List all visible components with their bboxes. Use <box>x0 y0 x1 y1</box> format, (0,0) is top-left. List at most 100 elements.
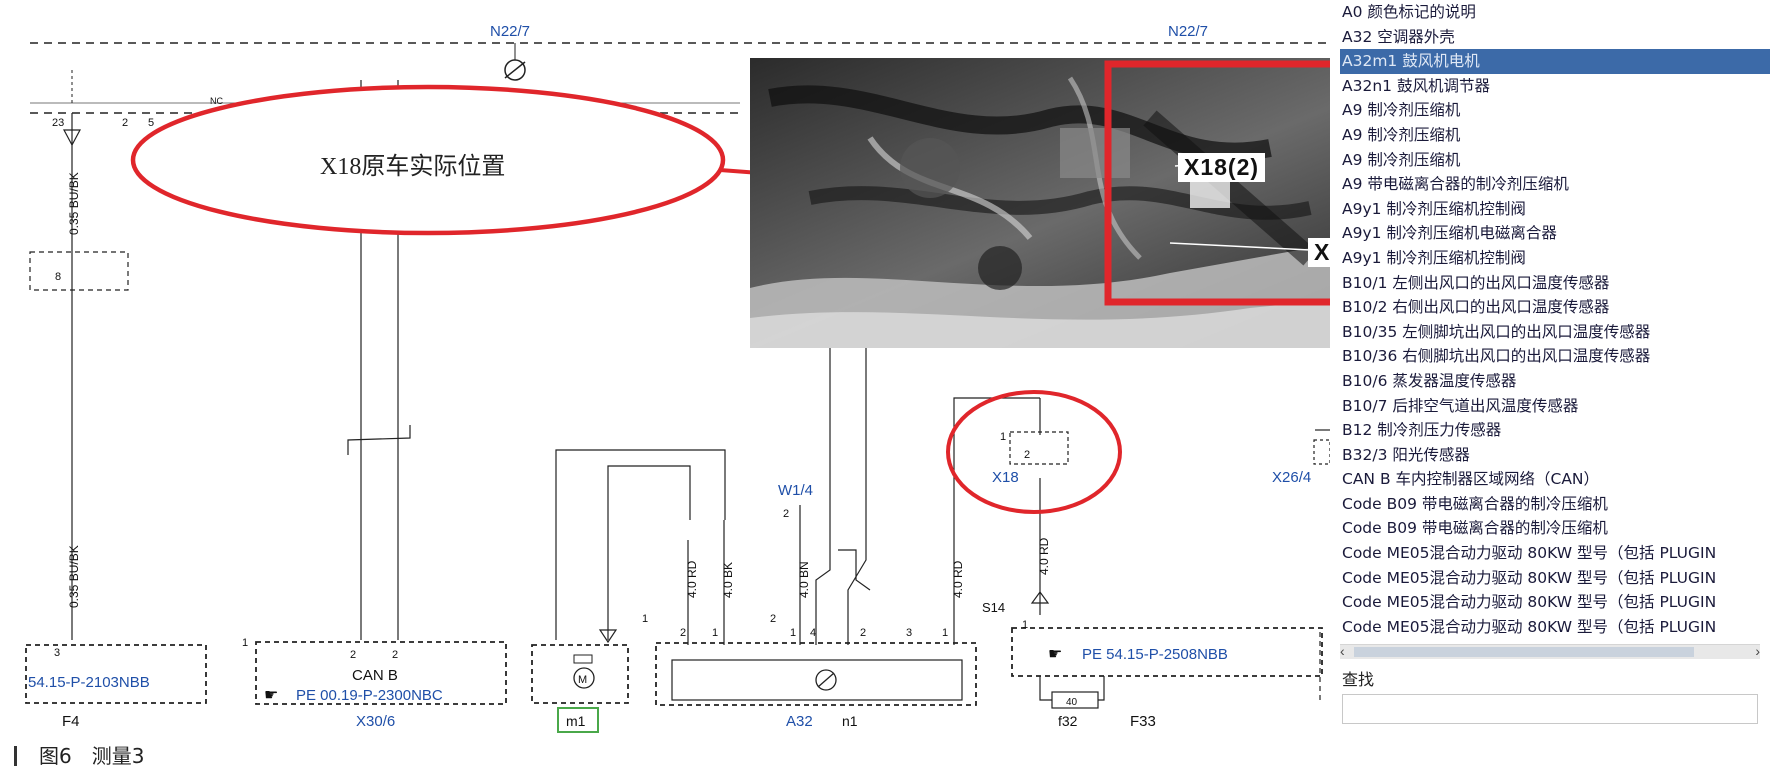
pin-4-a32: 2 <box>860 627 866 639</box>
wire-label-1: 0.35 BU/BK <box>67 172 81 235</box>
m1-pin-arrow <box>598 629 618 644</box>
pin-1-can: 2 <box>350 649 356 661</box>
legend-item[interactable]: Code ME05混合动力驱动 80KW 型号（包括 PLUGIN <box>1342 544 1717 563</box>
wire-label-5: 4.0 BN <box>797 561 811 598</box>
n1-label: n1 <box>842 713 858 729</box>
f32-label: f32 <box>1058 713 1078 729</box>
f4-reference: 54.15-P-2103NBB <box>28 674 150 691</box>
pin-5: 5 <box>148 117 154 129</box>
legend-item[interactable]: B32/3 阳光传感器 <box>1342 445 1470 464</box>
legend-item[interactable]: CAN B 车内控制器区域网络（CAN） <box>1342 470 1600 489</box>
x18-label: X18 <box>992 469 1019 486</box>
scroll-right-icon[interactable]: › <box>1755 643 1760 659</box>
legend-list: A0 颜色标记的说明 A32 空调器外壳 A32m1 鼓风机电机 A32n1 鼓风机调… <box>1340 0 1770 639</box>
legend-item[interactable]: A9 制冷剂压缩机 <box>1342 125 1461 144</box>
pin-2-x18b: 2 <box>1024 449 1030 461</box>
pin-1-a32c: 2 <box>770 613 776 625</box>
pin-2-a32f: 3 <box>906 627 912 639</box>
legend-panel: A0 颜色标记的说明 A32 空调器外壳 A32m1 鼓风机电机 A32n1 鼓风机调… <box>1330 0 1770 740</box>
connector-8 <box>29 251 129 291</box>
m1-box <box>531 644 629 704</box>
x26-4-label: X26/4 <box>1272 469 1311 486</box>
can-b-label: CAN B <box>352 667 398 684</box>
legend-item[interactable]: B10/36 右侧脚坑出风口的出风口温度传感器 <box>1342 347 1651 366</box>
legend-item[interactable]: A9 制冷剂压缩机 <box>1342 150 1461 169</box>
legend-item[interactable]: B10/2 右侧出风口的出风口温度传感器 <box>1342 298 1610 317</box>
m1-wire-inner <box>607 465 691 640</box>
f33-reference: PE 54.15-P-2508NBB <box>1082 646 1228 663</box>
x30-6-reference: PE 00.19-P-2300NBC <box>296 687 443 704</box>
m1-wire-outer <box>555 449 726 640</box>
a32-box <box>655 642 977 706</box>
m1-tag <box>557 707 599 733</box>
fuse-value: 40 <box>1066 697 1078 708</box>
a32-wire-mid2 <box>847 348 867 645</box>
pin-1-a32: 2 <box>680 627 686 639</box>
legend-item[interactable]: B12 制冷剂压力传感器 <box>1342 421 1502 440</box>
pin-2-can: 2 <box>392 649 398 661</box>
legend-item[interactable]: A9 制冷剂压缩机 <box>1342 101 1461 120</box>
left-pin-arrow <box>63 129 81 147</box>
a32-fan-icon <box>815 669 837 691</box>
s14-label: S14 <box>982 600 1005 615</box>
pin-2-x30: 1 <box>242 637 248 649</box>
pin-1-f33: 1 <box>1022 619 1028 631</box>
legend-item[interactable]: B10/1 左侧出风口的出风口温度传感器 <box>1342 273 1610 292</box>
pin-2-x18a: 1 <box>1000 431 1006 443</box>
legend-item[interactable]: B10/35 左侧脚坑出风口的出风口温度传感器 <box>1342 322 1651 341</box>
f33-box <box>1011 627 1323 677</box>
legend-item[interactable]: A32m1 鼓风机电机 <box>1340 49 1770 74</box>
scrollbar-thumb[interactable] <box>1354 647 1694 657</box>
top-label-right: N22/7 <box>1168 23 1208 40</box>
legend-item[interactable]: Code B09 带电磁离合器的制冷压缩机 <box>1342 519 1608 538</box>
legend-item[interactable]: A32n1 鼓风机调节器 <box>1342 76 1490 95</box>
legend-item[interactable]: Code ME05混合动力驱动 80KW 型号（包括 PLUGIN <box>1342 568 1717 587</box>
a32-inner <box>671 659 963 701</box>
x18-connector <box>1009 431 1069 465</box>
pin-2a: 2 <box>122 117 128 129</box>
a32-label: A32 <box>786 713 813 730</box>
legend-item[interactable]: A9y1 制冷剂压缩机电磁离合器 <box>1342 224 1557 243</box>
x18-highlight-circle <box>946 390 1122 514</box>
s14-arrow <box>1030 590 1050 604</box>
wire-label-6: 4.0 RD <box>951 560 965 598</box>
search-label: 查找 <box>1342 670 1375 689</box>
search-input[interactable] <box>1342 694 1758 724</box>
legend-item[interactable]: Code ME05混合动力驱动 80KW 型号（包括 PLUGIN <box>1342 617 1717 636</box>
m1-label: m1 <box>566 713 586 729</box>
f4-label: F4 <box>62 713 80 730</box>
x18-feed-wire <box>953 397 1040 645</box>
legend-item[interactable]: A0 颜色标记的说明 <box>1342 3 1476 21</box>
legend-item[interactable]: A9y1 制冷剂压缩机控制阀 <box>1342 248 1526 267</box>
wire-label-7: 4.0 RD <box>1037 537 1051 575</box>
circuit-schematic: N22/7 N22/7 23 2 5 NC 0.35 BU/BK 8 0.35 … <box>25 23 1331 733</box>
caption-bar <box>14 746 17 766</box>
figure-caption: 图6 测量3 <box>14 740 144 769</box>
pin-3-a32: 1 <box>942 627 948 639</box>
legend-item[interactable]: A9y1 制冷剂压缩机控制阀 <box>1342 199 1526 218</box>
pin-23: 23 <box>52 117 64 129</box>
wire-label-4: 4.0 BK <box>721 562 735 598</box>
f33-label: F33 <box>1130 713 1156 730</box>
callout-text: X18原车实际位置 <box>320 154 506 180</box>
can-twist <box>347 425 411 455</box>
caption-text: 图6 测量3 <box>39 744 145 768</box>
photo-tag-x18-2: X18(2) <box>1178 153 1266 182</box>
tag-leader-2 <box>1169 242 1311 251</box>
legend-item[interactable]: A32 空调器外壳 <box>1342 27 1455 46</box>
legend-item[interactable]: Code ME05混合动力驱动 80KW 型号（包括 PLUGIN <box>1342 593 1717 612</box>
legend-item[interactable]: B10/6 蒸发器温度传感器 <box>1342 371 1517 390</box>
hand-icon-x30: ☛ <box>264 687 278 704</box>
x26-4-connector <box>1313 439 1331 465</box>
legend-item[interactable]: A9 带电磁离合器的制冷剂压缩机 <box>1342 175 1569 194</box>
scroll-left-icon[interactable]: ‹ <box>1340 643 1345 659</box>
callout-ellipse <box>130 84 726 236</box>
fuse-leads <box>1039 676 1105 701</box>
legend-item[interactable]: Code B09 带电磁离合器的制冷压缩机 <box>1342 494 1608 513</box>
legend-item[interactable]: B10/7 后排空气道出风温度传感器 <box>1342 396 1579 415</box>
a32-wire-mid <box>815 348 831 645</box>
hand-icon-f33: ☛ <box>1048 646 1062 663</box>
motor-icon-letter: M <box>578 674 587 686</box>
horizontal-scrollbar[interactable]: ‹ › <box>1340 643 1760 659</box>
a32-wire-zig <box>838 549 871 591</box>
